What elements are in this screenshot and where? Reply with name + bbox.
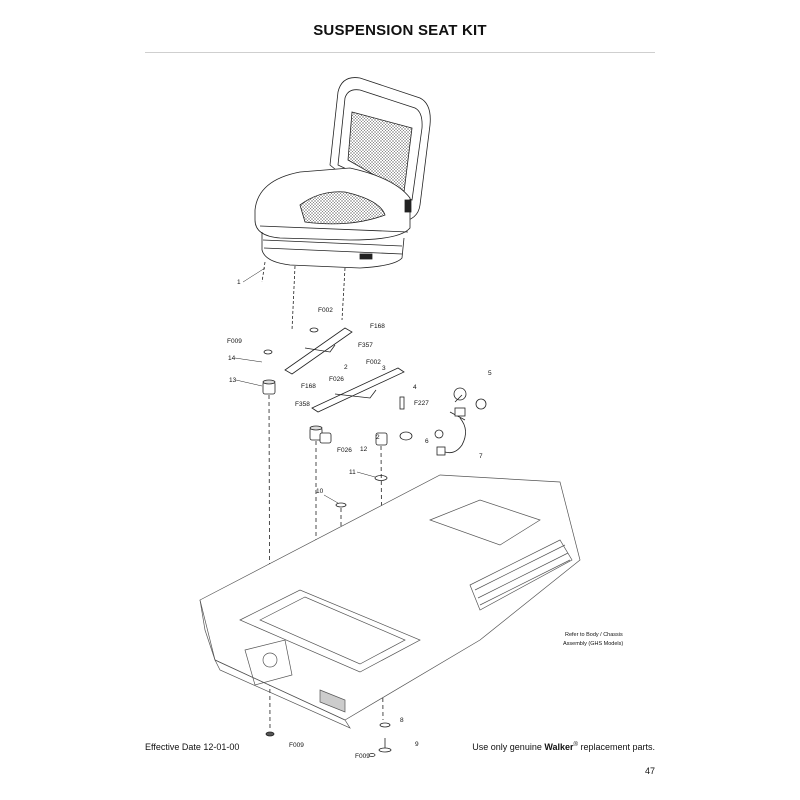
callout-labels: 1 F002 F168 F009 F357 14 F002 2 3 F026 1… <box>227 267 492 760</box>
effective-date: Effective Date 12-01-00 <box>145 742 240 752</box>
page-title: SUSPENSION SEAT KIT <box>313 22 487 39</box>
callout-f009-c: F009 <box>355 753 370 760</box>
callout-9: 9 <box>415 741 419 748</box>
callout-10: 10 <box>316 488 324 495</box>
callout-f168-b: F168 <box>301 383 316 390</box>
callout-13: 13 <box>229 377 237 384</box>
reference-note-line-2: Assembly (GHS Models) <box>563 641 623 647</box>
callout-5: 5 <box>488 370 492 377</box>
callout-12: 12 <box>360 446 368 453</box>
brand-name: Walker <box>544 742 574 752</box>
reference-note-line-1: Refer to Body / Chassis <box>565 632 623 638</box>
title-rule <box>145 52 655 53</box>
page-number: 47 <box>644 766 655 776</box>
callout-f009-b: F009 <box>289 742 304 749</box>
callout-3: 3 <box>382 365 386 372</box>
callout-f227: F227 <box>414 400 429 407</box>
reference-note: Refer to Body / Chassis Assembly (GHS Mo… <box>563 632 623 647</box>
callout-f026-b: F026 <box>337 447 352 454</box>
callout-f358: F358 <box>295 401 310 408</box>
callout-f026-a: F026 <box>329 376 344 383</box>
callout-f009-a: F009 <box>227 338 242 345</box>
callout-8: 8 <box>400 717 404 724</box>
registered-mark: ® <box>573 742 578 748</box>
callout-f357: F357 <box>358 342 373 349</box>
callout-f002-a: F002 <box>318 307 333 314</box>
callout-f168-a: F168 <box>370 323 385 330</box>
chassis-body-outline <box>199 474 581 729</box>
callout-2-a: 2 <box>344 364 348 371</box>
callout-4: 4 <box>413 384 417 391</box>
genuine-parts-notice: Use only genuine Walker® replacement par… <box>472 742 655 752</box>
callout-2-b: 2 <box>376 434 380 441</box>
callout-f002-b: F002 <box>366 359 381 366</box>
callout-6: 6 <box>425 438 429 445</box>
callout-14: 14 <box>228 355 236 362</box>
callout-7: 7 <box>479 453 483 460</box>
seat-illustration <box>254 77 431 331</box>
bottom-hardware <box>265 722 392 757</box>
callout-1: 1 <box>237 279 241 286</box>
callout-11: 11 <box>349 469 356 476</box>
